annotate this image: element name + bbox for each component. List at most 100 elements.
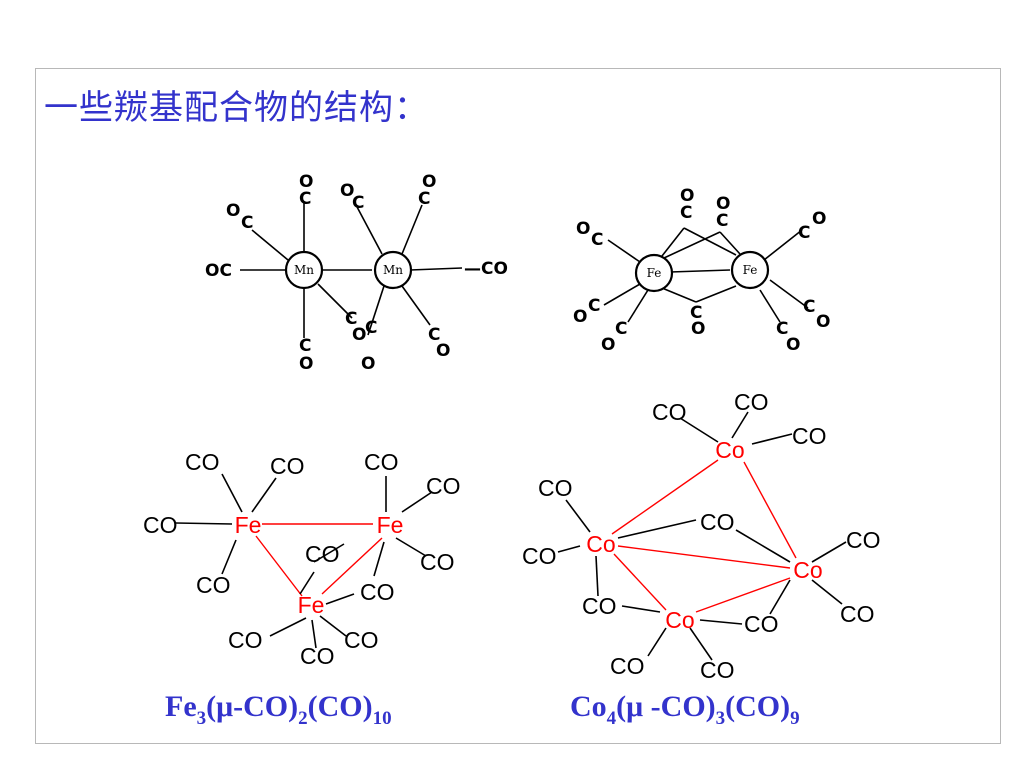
co-ligand-label: CO	[582, 593, 617, 619]
ligand-c: C	[241, 213, 253, 233]
ligand-co: —CO	[464, 259, 508, 279]
bond-line	[565, 499, 591, 533]
ligand-o: O	[680, 186, 694, 206]
ligand-o: O	[812, 209, 826, 229]
co-ligand-label: CO	[360, 579, 395, 605]
ligand-oc: OC	[205, 261, 232, 281]
ligand-o: O	[786, 335, 800, 355]
co-ligand-label: CO	[538, 475, 573, 501]
bond-line	[627, 289, 649, 323]
ligand-c: C	[798, 223, 810, 243]
bond-line	[699, 619, 743, 625]
bond-line	[355, 204, 383, 255]
co-ligand-label: CO	[364, 449, 399, 475]
bond-line	[299, 571, 315, 595]
bond-line	[661, 287, 697, 303]
bond-line	[311, 619, 317, 649]
bond-line	[769, 579, 791, 615]
metal-circle	[634, 253, 674, 293]
fe-atom-label: Fe	[298, 592, 325, 618]
bond-line	[401, 285, 431, 326]
bond-line	[621, 605, 661, 613]
ligand-o: O	[716, 194, 730, 214]
co-ligand-label: CO	[846, 527, 881, 553]
metal-circle	[730, 250, 770, 290]
bond-line	[613, 553, 667, 611]
bond-line	[617, 545, 791, 569]
bond-line	[367, 285, 385, 336]
ligand-c: C	[588, 296, 600, 316]
bond-line	[221, 473, 243, 513]
co-ligand-label: CO	[744, 611, 779, 637]
bond-line	[325, 593, 355, 605]
ligand-o: O	[691, 319, 705, 339]
ligand-c: C	[776, 319, 788, 339]
co-ligand-label: CO	[610, 653, 645, 679]
bond-line	[811, 541, 847, 563]
bond-line	[769, 279, 809, 309]
co-ligand-label: CO	[700, 657, 735, 683]
ligand-o: O	[299, 354, 313, 374]
ligand-c: C	[418, 189, 430, 209]
ligand-o: O	[601, 335, 615, 355]
bond-line	[719, 231, 741, 255]
bond-line	[611, 459, 719, 535]
bond-line	[269, 617, 307, 637]
bond-line	[751, 433, 793, 445]
ligand-c: C	[690, 303, 702, 323]
fe3-co12-structure: Fe Fe Fe CO CO CO CO CO CO CO CO CO CO C…	[143, 449, 461, 669]
co-ligand-label: CO	[792, 423, 827, 449]
co-ligand-label: CO	[305, 541, 340, 567]
co-ligand-label: CO	[344, 627, 379, 653]
formula-co4: Co4(μ -CO)3(CO)9	[570, 690, 800, 729]
bond-line	[321, 537, 383, 595]
mn2-co10-structure: Mn Mn O C C O C O O C O C O C C O C O OC…	[205, 172, 508, 374]
ligand-o: O	[226, 201, 240, 221]
co-atom-label: Co	[793, 557, 822, 583]
ligand-c: C	[428, 325, 440, 345]
bond-line	[395, 537, 427, 557]
ligand-o: O	[816, 312, 830, 332]
ligand-o: O	[573, 307, 587, 327]
bond-line	[735, 529, 791, 563]
bond-line	[401, 204, 423, 255]
bond-line	[679, 417, 719, 443]
bond-line	[313, 543, 345, 563]
mn-atom-label: Mn	[294, 263, 314, 277]
ligand-c: C	[716, 211, 728, 231]
bond-line	[763, 229, 803, 261]
co-ligand-label: CO	[700, 509, 735, 535]
bond-line	[695, 577, 791, 613]
co-ligand-label: CO	[652, 399, 687, 425]
bond-line	[603, 283, 641, 306]
fe2-co9-structure: Fe Fe O C O C O C O C O C C O C O C O C …	[573, 186, 830, 355]
co-ligand-label: CO	[420, 549, 455, 575]
bond-line	[669, 269, 731, 273]
ligand-o: O	[299, 172, 313, 192]
ligand-c: C	[365, 318, 377, 338]
bond-line	[401, 491, 433, 513]
bond-line	[221, 539, 237, 575]
bond-line	[595, 555, 599, 597]
bond-line	[759, 289, 781, 323]
ligand-o: O	[361, 354, 375, 374]
ligand-o: O	[352, 325, 366, 345]
bond-line	[695, 285, 737, 303]
bond-line	[317, 283, 353, 319]
ligand-o: O	[422, 172, 436, 192]
co-ligand-label: CO	[143, 512, 178, 538]
fe-atom-label: Fe	[377, 512, 404, 538]
co-ligand-label: CO	[228, 627, 263, 653]
metal-circle	[373, 250, 413, 290]
co-atom-label: Co	[715, 437, 744, 463]
bond-line	[319, 615, 347, 637]
bond-line	[251, 477, 277, 513]
co-atom-label: Co	[665, 607, 694, 633]
ligand-c: C	[615, 319, 627, 339]
co-ligand-label: CO	[840, 601, 875, 627]
bond-line	[647, 627, 667, 657]
bond-line	[743, 461, 797, 559]
metal-circle	[284, 250, 324, 290]
bond-line	[617, 519, 697, 539]
